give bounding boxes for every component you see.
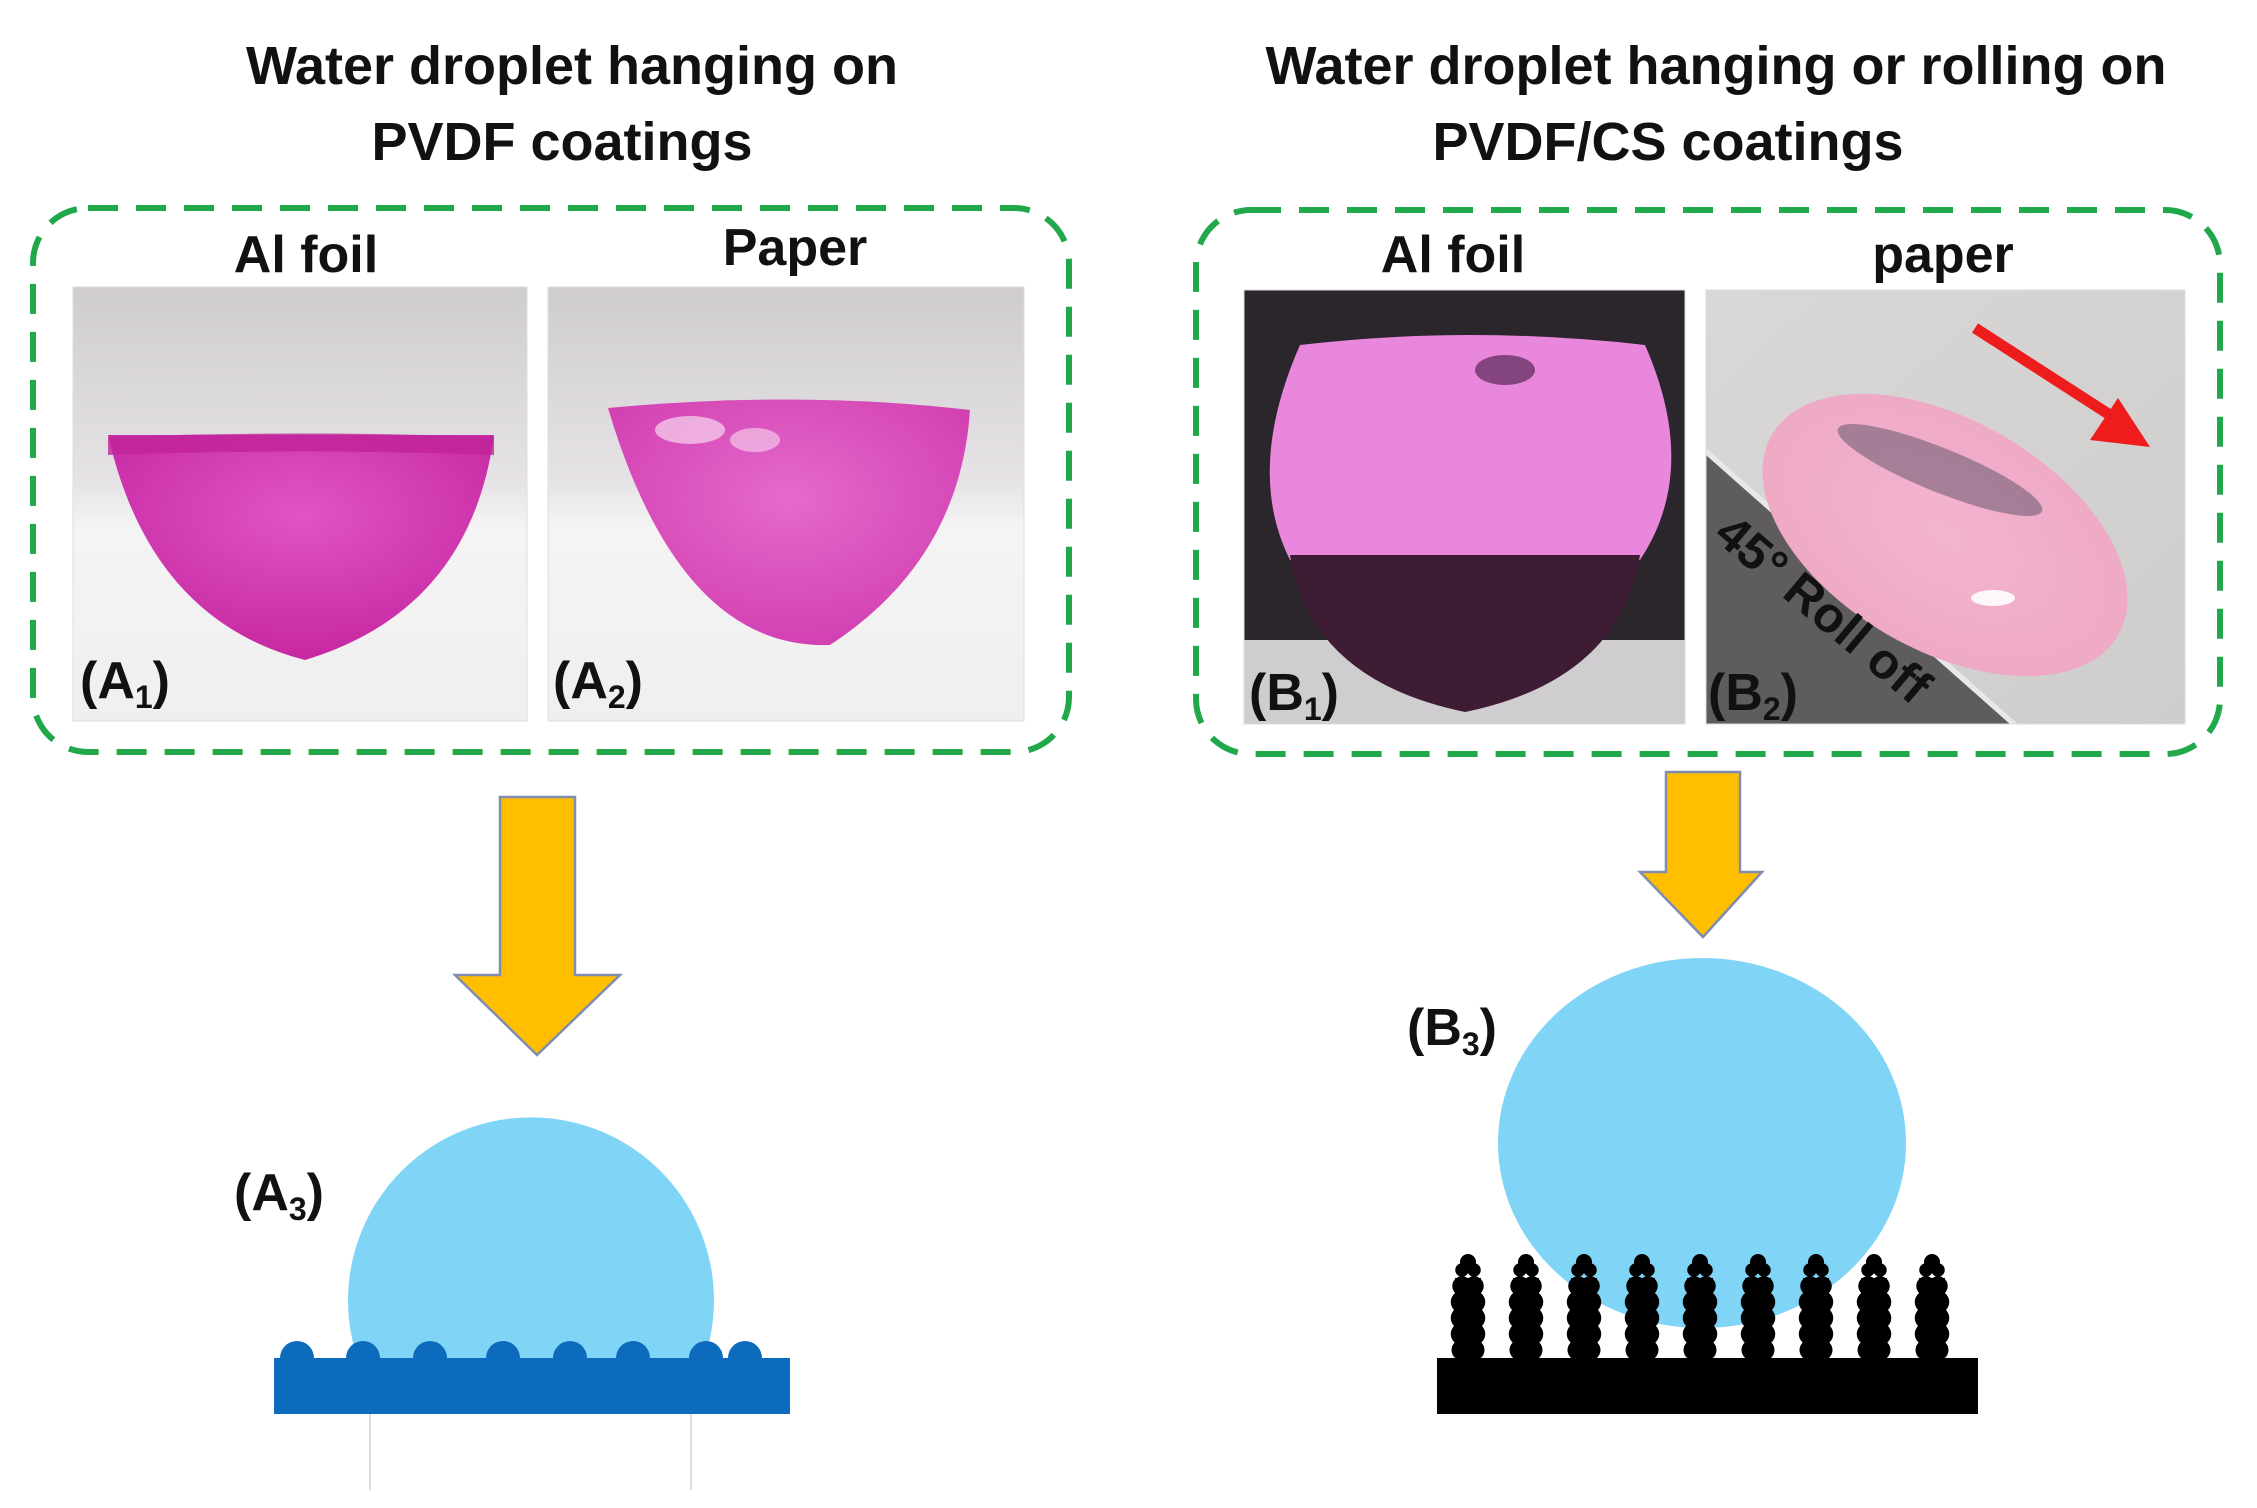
panel-a3-schematic: (A3) — [234, 1117, 790, 1490]
droplet-a3 — [348, 1117, 714, 1360]
panel-b1-label: (B1) — [1249, 664, 1339, 727]
left-title-line2: PVDF coatings — [371, 112, 752, 172]
panel-b2-photo: 45° Roll off — [1706, 290, 2185, 724]
pillar-b3 — [1740, 1254, 1776, 1362]
pillar-b3 — [1508, 1254, 1544, 1362]
panel-a2-frame — [547, 286, 1025, 722]
left-dashed-frame — [30, 205, 1072, 755]
pillar-b3 — [1856, 1254, 1892, 1362]
panel-b2-header: paper — [1872, 226, 2014, 284]
panel-b1-frame — [1243, 289, 1686, 725]
panel-a2-header: Paper — [723, 219, 868, 277]
right-dashed-frame — [1193, 207, 2223, 757]
right-group: Water droplet hanging or rolling on PVDF… — [1193, 36, 2223, 1414]
left-title-line1: Water droplet hanging on — [246, 36, 898, 96]
substrate-b3 — [1437, 1358, 1978, 1414]
pillar-array-b3 — [1450, 1254, 1950, 1362]
roll-direction-arrow-head-icon — [2090, 398, 2150, 447]
panel-a1-frame — [72, 286, 528, 722]
left-group: Water droplet hanging on PVDF coatings A… — [30, 36, 1072, 1490]
substrate-bumps-a3 — [280, 1341, 762, 1375]
panel-b3-schematic: (B3) — [1407, 958, 1978, 1414]
panel-b1-photo — [1244, 290, 1685, 724]
panel-a2-label: (A2) — [553, 652, 643, 715]
pillar-b3 — [1798, 1254, 1834, 1362]
right-title-line2: PVDF/CS coatings — [1432, 112, 1903, 172]
pillar-b3 — [1450, 1254, 1486, 1362]
panel-b3-label: (B3) — [1407, 999, 1497, 1062]
panel-b2-label: (B2) — [1708, 664, 1798, 727]
pillar-b3 — [1624, 1254, 1660, 1362]
droplet-b3 — [1498, 958, 1906, 1328]
panel-a1-header: Al foil — [234, 226, 378, 284]
panel-b1-header: Al foil — [1381, 226, 1525, 284]
pillar-b3 — [1566, 1254, 1602, 1362]
panel-b2-frame — [1705, 289, 2186, 725]
arrow-down-b-icon — [1637, 770, 1765, 939]
right-title-line1: Water droplet hanging or rolling on — [1266, 36, 2167, 96]
panel-a3-label: (A3) — [234, 1164, 324, 1227]
pillar-b3 — [1682, 1254, 1718, 1362]
pillar-b3 — [1914, 1254, 1950, 1362]
roll-direction-arrow-shaft — [1972, 323, 2113, 420]
panel-a1-label: (A1) — [80, 652, 170, 715]
panel-a2-photo — [548, 287, 1024, 721]
arrow-down-a-icon — [451, 795, 624, 1057]
panel-a1-photo — [73, 287, 527, 721]
